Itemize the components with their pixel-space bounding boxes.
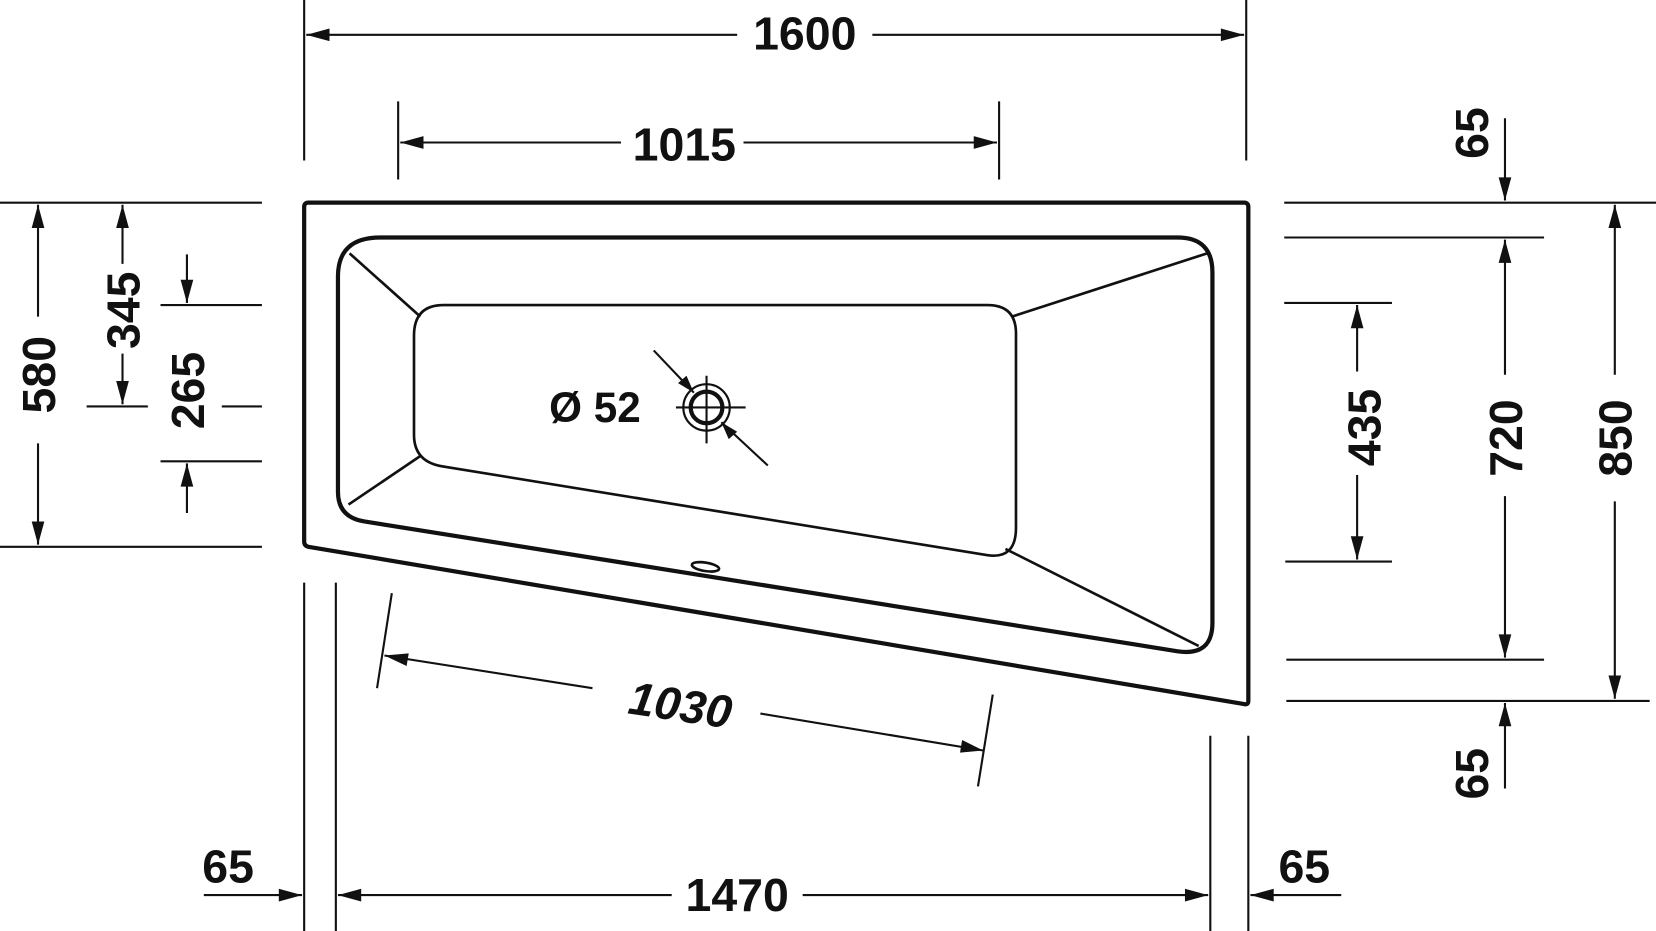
- drain-icon: [652, 349, 769, 467]
- dimension-right-flat-depth: [1350, 305, 1364, 560]
- left-rim-offset-label: 65: [202, 840, 254, 892]
- left-drain-offset-label: 345: [97, 272, 149, 349]
- dimension-right-inner-height: [1498, 239, 1512, 658]
- left-flat-depth-label: 265: [162, 352, 214, 429]
- left-height-label: 580: [13, 336, 65, 413]
- drain-diameter-label: Ø 52: [549, 384, 641, 431]
- inner-top-width-label: 1015: [633, 118, 736, 170]
- dimension-right-bottom-rim: [1498, 703, 1512, 789]
- right-overall-height-label: 850: [1590, 399, 1642, 476]
- bottom-extension-lines: [303, 582, 1250, 931]
- flat-bottom: [412, 303, 1018, 558]
- corner-line-top-right: [1011, 252, 1208, 318]
- dimension-right-rim-offset: [1250, 888, 1342, 902]
- tub-outline: [302, 200, 1251, 707]
- overall-width-label: 1600: [753, 8, 856, 60]
- right-rim-offset-label: 65: [1278, 840, 1330, 892]
- right-inner-height-label: 720: [1480, 399, 1532, 476]
- right-bottom-rim-label: 65: [1446, 748, 1498, 800]
- dimension-inner-top-width: [397, 101, 1001, 180]
- corner-line-top-left: [348, 252, 422, 318]
- corner-line-bottom-right: [1004, 547, 1200, 648]
- dimension-right-top-rim: [1498, 118, 1512, 201]
- bottom-inner-width-label: 1470: [686, 869, 789, 921]
- right-extension-lines: [1284, 201, 1656, 702]
- outer-rim: [302, 200, 1251, 707]
- dimension-slanted-front: [375, 593, 994, 787]
- dimension-right-overall-height: [1608, 204, 1622, 699]
- inner-basin: [335, 235, 1215, 655]
- dimension-overall-width: [303, 0, 1248, 161]
- dimension-bottom-inner-width: [337, 888, 1209, 902]
- dimension-left-flat-depth: [160, 254, 262, 513]
- right-flat-depth-label: 435: [1338, 389, 1390, 466]
- slanted-front-label: 1030: [625, 672, 735, 739]
- corner-line-bottom-left: [347, 454, 422, 506]
- dimension-left-drain-offset: [86, 204, 148, 408]
- dimension-left-rim-offset: [203, 888, 303, 902]
- right-top-rim-label: 65: [1446, 107, 1498, 159]
- overflow-icon: [690, 560, 721, 573]
- dimension-left-height: [0, 201, 262, 548]
